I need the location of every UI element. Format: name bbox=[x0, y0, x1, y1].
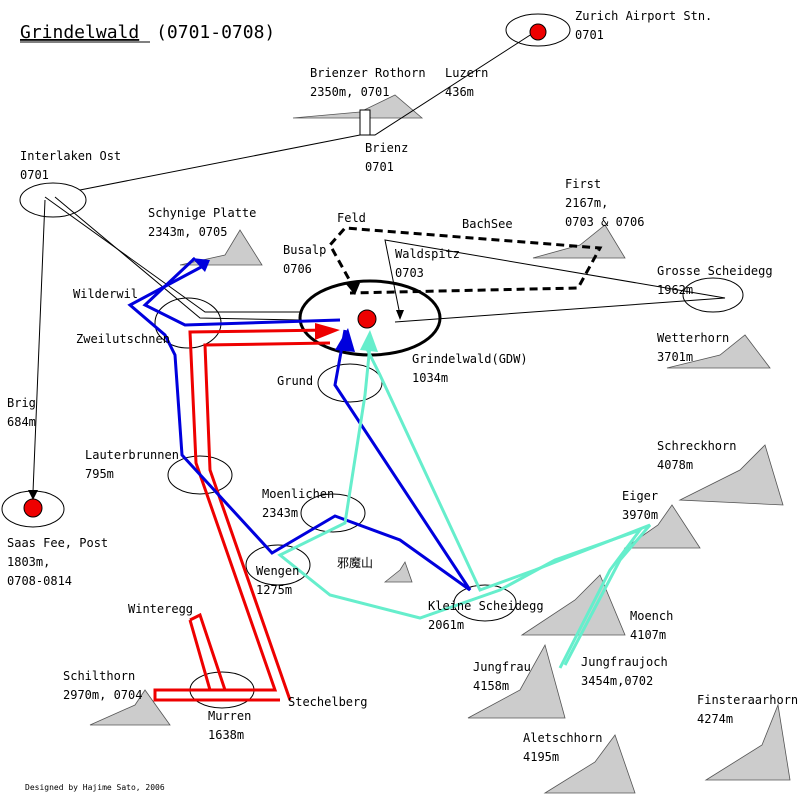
arrow-red bbox=[315, 323, 340, 340]
route-brienz-ramp bbox=[359, 109, 371, 136]
blue-route-main bbox=[127, 263, 472, 592]
arrow-blue-gdw bbox=[335, 328, 355, 352]
peak-jungfrau bbox=[467, 643, 566, 719]
label-zweilutschnen: Zweilutschnen bbox=[76, 332, 170, 346]
title-name: Grindelwald bbox=[20, 22, 139, 43]
peak-schynige bbox=[179, 229, 263, 266]
blue-route bbox=[127, 256, 472, 592]
peak-first bbox=[532, 224, 626, 259]
peak-aletschhorn bbox=[543, 734, 636, 794]
arrow-teal bbox=[360, 330, 378, 352]
station-moenlichen bbox=[300, 493, 366, 533]
blue-route-top bbox=[142, 256, 341, 327]
peak-schilthorn bbox=[89, 689, 171, 726]
arrow-saas-fee bbox=[28, 490, 38, 500]
station-wengen bbox=[245, 544, 311, 586]
red-route-winteregg-b bbox=[170, 619, 212, 692]
peak-finsteraarhorn bbox=[704, 703, 791, 781]
teal-route-b bbox=[277, 344, 645, 669]
label-grindelwald: Grindelwald(GDW)1034m bbox=[412, 352, 528, 385]
station-kleine-scheidegg bbox=[453, 584, 517, 622]
route-interlaken-grindelwald-b bbox=[54, 196, 301, 321]
arrow-feld bbox=[345, 283, 360, 295]
dot-grindelwald bbox=[357, 309, 377, 329]
label-bachsee: BachSee bbox=[462, 217, 513, 231]
route-first-dashed bbox=[328, 226, 603, 295]
station-lauterbrunnen bbox=[167, 455, 233, 495]
label-winteregg: Winteregg bbox=[128, 602, 193, 616]
teal-route bbox=[277, 344, 652, 669]
title-period: (0701-0708) bbox=[156, 22, 275, 43]
station-interlaken bbox=[19, 182, 87, 218]
label-grund: Grund bbox=[277, 374, 313, 388]
arrow-blue-schynige bbox=[192, 258, 210, 272]
black-arrows bbox=[28, 310, 404, 500]
station-grund bbox=[317, 363, 383, 403]
peak-brienzer-rothorn bbox=[292, 94, 424, 119]
route-grindelwald-grosse-scheidegg bbox=[384, 239, 726, 323]
label-feld: Feld bbox=[337, 211, 366, 225]
black-routes bbox=[32, 29, 726, 493]
label-jamayama: 邪魔山 bbox=[337, 555, 373, 570]
peak-schreckhorn bbox=[678, 444, 784, 506]
arrow-waldspitz bbox=[396, 310, 404, 320]
route-interlaken-saas-fee bbox=[32, 199, 46, 493]
red-route-winteregg bbox=[189, 612, 227, 691]
route-zurich-luzern-brienz bbox=[79, 29, 539, 191]
red-route-inner bbox=[203, 341, 331, 701]
station-grosse-scheidegg bbox=[682, 277, 744, 313]
red-route bbox=[153, 328, 331, 702]
peaks bbox=[89, 94, 791, 794]
label-zurich: Zurich Airport Stn.0701 bbox=[575, 9, 712, 42]
label-wilderwil: Wilderwil bbox=[73, 287, 138, 301]
peak-eiger bbox=[623, 504, 701, 549]
dot-zurich bbox=[529, 23, 547, 41]
place-labels: Zurich Airport Stn.0701 Brienzer Rothorn… bbox=[7, 9, 798, 764]
peak-jamayama bbox=[383, 561, 413, 583]
dot-saas-fee bbox=[23, 498, 43, 518]
station-zurich bbox=[505, 13, 571, 47]
credit: Designed by Hajime Sato, 2006 bbox=[25, 783, 165, 792]
peak-wetterhorn bbox=[666, 334, 771, 369]
red-route-outer bbox=[153, 328, 331, 702]
route-interlaken-grindelwald-a bbox=[44, 196, 300, 313]
page-title: Grindelwald (0701-0708) bbox=[20, 22, 275, 43]
label-stechelberg: Stechelberg bbox=[288, 695, 367, 709]
